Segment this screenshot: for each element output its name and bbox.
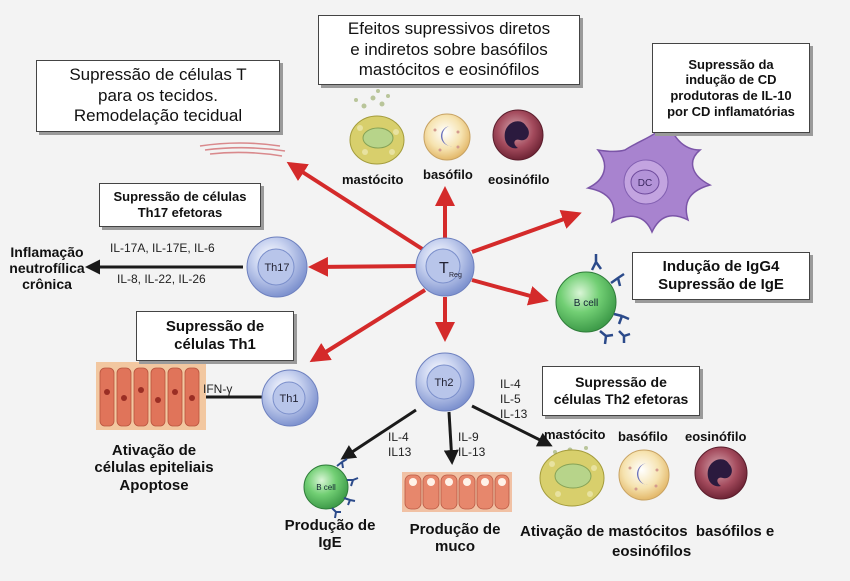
box-igg4-induction: Indução de IgG4 Supressão de IgE (632, 252, 810, 300)
outcome-line: muco (434, 538, 475, 556)
box-line: Supressão de células (113, 189, 247, 205)
arrow-to-th17 (308, 256, 419, 277)
box-line: células Th2 efetoras (553, 391, 689, 407)
box-line: indução de CD (685, 72, 777, 88)
box-line: para os tecidos. (97, 85, 218, 105)
box-line: células Th1 (174, 336, 256, 353)
label-eosinofilo-top: eosinófilo (488, 172, 550, 187)
box-line: Efeitos supressivos diretos (347, 19, 551, 39)
treg-label: T (439, 260, 449, 277)
box-line: por CD inflamatórias (667, 103, 795, 119)
outcome-line: Inflamação (10, 244, 84, 260)
outcome-ige-production: Produção de IgE (276, 517, 384, 552)
eosinophil-top (492, 109, 544, 161)
th2-label: Th2 (435, 377, 454, 389)
outcome-line: células epiteliais (94, 459, 214, 477)
cytokines-th2-mid: IL-9 IL-13 (458, 430, 485, 460)
box-line: Supressão de (165, 318, 265, 335)
box-line: Supressão de IgE (658, 276, 784, 293)
tissue-strands (199, 142, 286, 157)
treg-sub-label: Reg (449, 272, 462, 279)
mast-cell-bottom (539, 446, 605, 507)
mast-cell-top (349, 89, 405, 165)
dc-label: DC (638, 178, 652, 189)
outcome-activation-line2: eosinófilos (612, 543, 692, 560)
box-line: e indiretos sobre basófilos (350, 39, 548, 59)
label-mastocito-top: mastócito (342, 172, 404, 187)
outcome-mucus-production: Produção de muco (400, 521, 510, 556)
box-suppression-th17: Supressão de células Th17 efetoras (99, 183, 261, 227)
outcome-line: Produção de (409, 521, 501, 538)
th17-cell: Th17 (246, 236, 308, 298)
th1-label: Th1 (280, 393, 299, 405)
basophil-top (423, 113, 471, 161)
cytokines-th2-left: IL-4 IL13 (388, 430, 411, 460)
box-line: Indução de IgG4 (662, 258, 780, 275)
outcome-line: Apoptose (119, 476, 189, 494)
box-line: produtoras de IL-10 (670, 88, 792, 103)
box-suppression-th2: Supressão de células Th2 efetoras (542, 366, 700, 416)
outcome-line: neutrofílica (9, 260, 85, 277)
arrow-to-th1 (309, 288, 427, 363)
label-eosinofilo-bottom: eosinófilo (685, 429, 747, 444)
cytokine-line: IL-13 (458, 445, 486, 459)
label-basofilo-bottom: basófilo (618, 429, 668, 444)
eosinophil-bottom (694, 446, 748, 500)
basophil-bottom (618, 449, 670, 501)
th2-cell: Th2 (415, 352, 475, 412)
arrow-to-tissue (286, 161, 429, 254)
cytokine-line: IL13 (388, 445, 412, 459)
b-cell-upper: B cell (555, 254, 631, 345)
b-cell-lower-label: B cell (316, 483, 336, 492)
th1-cell: Th1 (261, 369, 319, 427)
outcome-epithelial: Ativação de células epiteliais Apoptose (66, 442, 242, 494)
box-line: Remodelação tecidual (73, 106, 243, 126)
arrow-to-dc (471, 209, 582, 254)
outcome-line: crônica (22, 276, 72, 293)
box-line: Supressão de (575, 374, 667, 391)
dendritic-cell: DC (585, 117, 713, 234)
cytokine-line: IL-4 (500, 377, 521, 391)
outcome-line: Ativação de (111, 442, 197, 459)
b-cell-lower: B cell (303, 458, 359, 519)
treg-cell: T Reg (415, 237, 475, 297)
box-line: Supressão da (688, 56, 774, 72)
cytokine-line: IL-5 (500, 392, 521, 406)
arrow-to-bcell (471, 278, 549, 306)
box-suppression-th1: Supressão de células Th1 (136, 311, 294, 361)
th17-label: Th17 (264, 262, 289, 274)
box-line: mastócitos e eosinófilos (358, 60, 540, 80)
arrow-th2-mucus (443, 411, 459, 465)
box-suppression-t-tissues: Supressão de células T para os tecidos. … (36, 60, 280, 132)
label-basofilo-top: basófilo (423, 167, 473, 182)
cytokines-th17-bottom: IL-8, IL-22, IL-26 (117, 272, 206, 286)
treg-arrows (286, 161, 582, 363)
cytokine-line: IL-9 (458, 430, 479, 444)
arrow-th2-mast (471, 404, 553, 447)
cytokine-th1: IFN-γ (203, 382, 233, 396)
arrow-th2-bcell (340, 408, 417, 460)
outcome-line: Produção de (284, 517, 376, 534)
epithelial-tissue (96, 362, 206, 430)
box-line: Th17 efetoras (137, 205, 223, 220)
cytokine-line: IL-4 (388, 430, 409, 444)
mucus-tissue (402, 472, 512, 512)
outcome-line: IgE (318, 534, 342, 552)
outcome-neutrophilic: Inflamação neutrofílica crônica (2, 244, 92, 292)
b-cell-upper-label: B cell (574, 298, 598, 309)
outcome-activation-line1: Ativação de mastócitos basófilos e (520, 523, 775, 540)
box-suppression-cd: Supressão da indução de CD produtoras de… (652, 43, 810, 133)
box-suppressive-effects: Efeitos supressivos diretos e indiretos … (318, 15, 580, 85)
cytokines-th2-right: IL-4 IL-5 IL-13 (500, 377, 527, 422)
label-mastocito-bottom: mastócito (544, 427, 606, 442)
cytokines-th17-top: IL-17A, IL-17E, IL-6 (110, 241, 215, 255)
box-line: Supressão de células T (69, 65, 247, 85)
cytokine-line: IL-13 (500, 407, 528, 421)
